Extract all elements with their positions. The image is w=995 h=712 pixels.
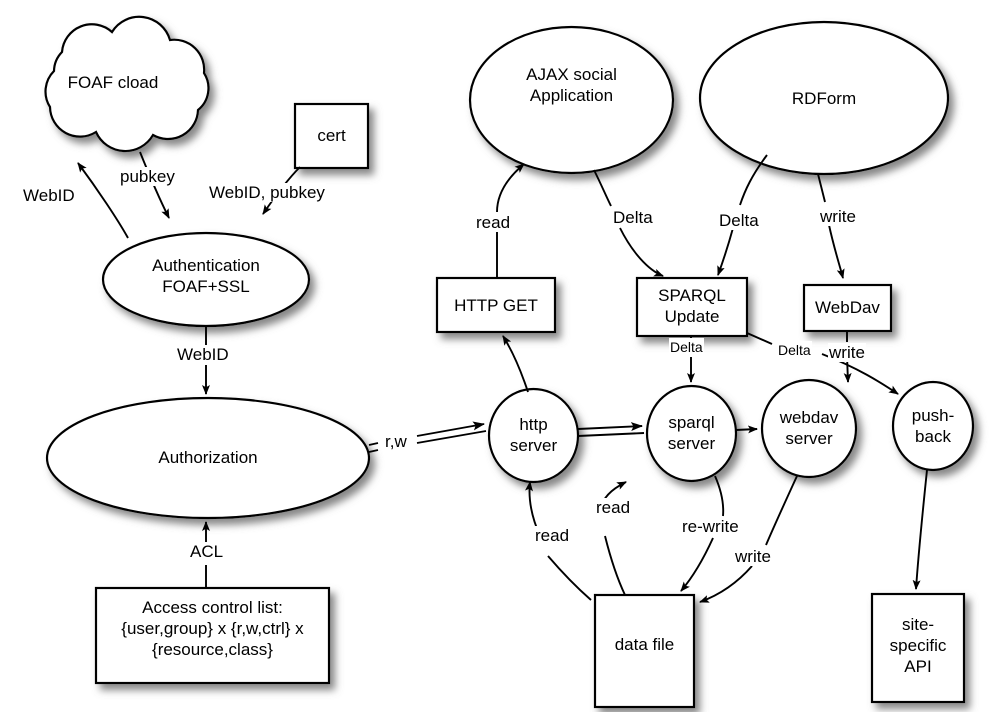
edge-write-rdform — [817, 173, 843, 278]
edge-delta-ajax — [593, 169, 663, 276]
edge-webid-foaf — [77, 162, 129, 239]
shape-sparql-server[interactable] — [645, 384, 738, 483]
shape-http-get[interactable] — [435, 276, 557, 334]
shape-sparql-update[interactable] — [635, 276, 749, 338]
edge-label-rewrite: re-write — [681, 517, 740, 536]
shape-authorization[interactable] — [45, 396, 371, 520]
edge-label-delta-rdform: Delta — [718, 211, 760, 230]
shape-cert[interactable] — [293, 102, 370, 170]
edge-label-read-ajax: read — [475, 213, 512, 232]
edge-pushback-api — [912, 469, 928, 590]
edge-label-write-datafile: write — [734, 547, 772, 566]
edge-rw-line-a — [368, 424, 484, 446]
shape-acl[interactable] — [94, 586, 331, 685]
edge-label-webid-authorization: WebID — [176, 345, 230, 364]
shape-push-back[interactable] — [891, 380, 975, 472]
shape-data-file[interactable] — [593, 593, 696, 709]
edge-label-delta-ajax: Delta — [612, 208, 654, 227]
edge-http-sparql-b — [577, 432, 645, 437]
edge-rewrite — [681, 475, 725, 591]
edge-sparql-webdav — [735, 425, 758, 434]
edge-write-datafile — [700, 475, 798, 602]
edge-label-read-datafile-http: read — [534, 526, 571, 545]
shape-rdform[interactable] — [698, 20, 950, 176]
edge-label-rw: r,w — [384, 432, 408, 451]
edge-label-delta-pushback: Delta — [777, 341, 812, 360]
edge-httpserver-httpget — [502, 335, 529, 393]
edge-label-write-webdav-server: write — [828, 343, 866, 362]
edge-delta-rdform — [718, 154, 768, 275]
shape-ajax-social-app[interactable] — [468, 25, 675, 175]
shape-webdav-box[interactable] — [802, 283, 893, 333]
edge-label-read-datafile-sparql: read — [595, 498, 632, 517]
shape-authentication[interactable] — [101, 231, 311, 328]
edge-read-ajax — [496, 164, 524, 278]
edge-http-sparql-a — [577, 422, 643, 432]
edge-label-webid-pubkey: WebID, pubkey — [208, 183, 326, 202]
edge-label-delta-sparql-server: Delta — [669, 338, 704, 357]
shape-http-server[interactable] — [487, 387, 580, 484]
edge-label-acl: ACL — [189, 542, 225, 561]
edge-label-write-rdform: write — [819, 207, 857, 226]
edge-label-pubkey: pubkey — [119, 167, 176, 186]
edge-label-webid-foaf: WebID — [22, 186, 76, 205]
edge-rw-line-b — [368, 430, 487, 453]
shape-foaf-cload[interactable] — [44, 15, 210, 153]
shape-site-api[interactable] — [870, 592, 966, 704]
shape-webdav-server[interactable] — [760, 378, 858, 479]
